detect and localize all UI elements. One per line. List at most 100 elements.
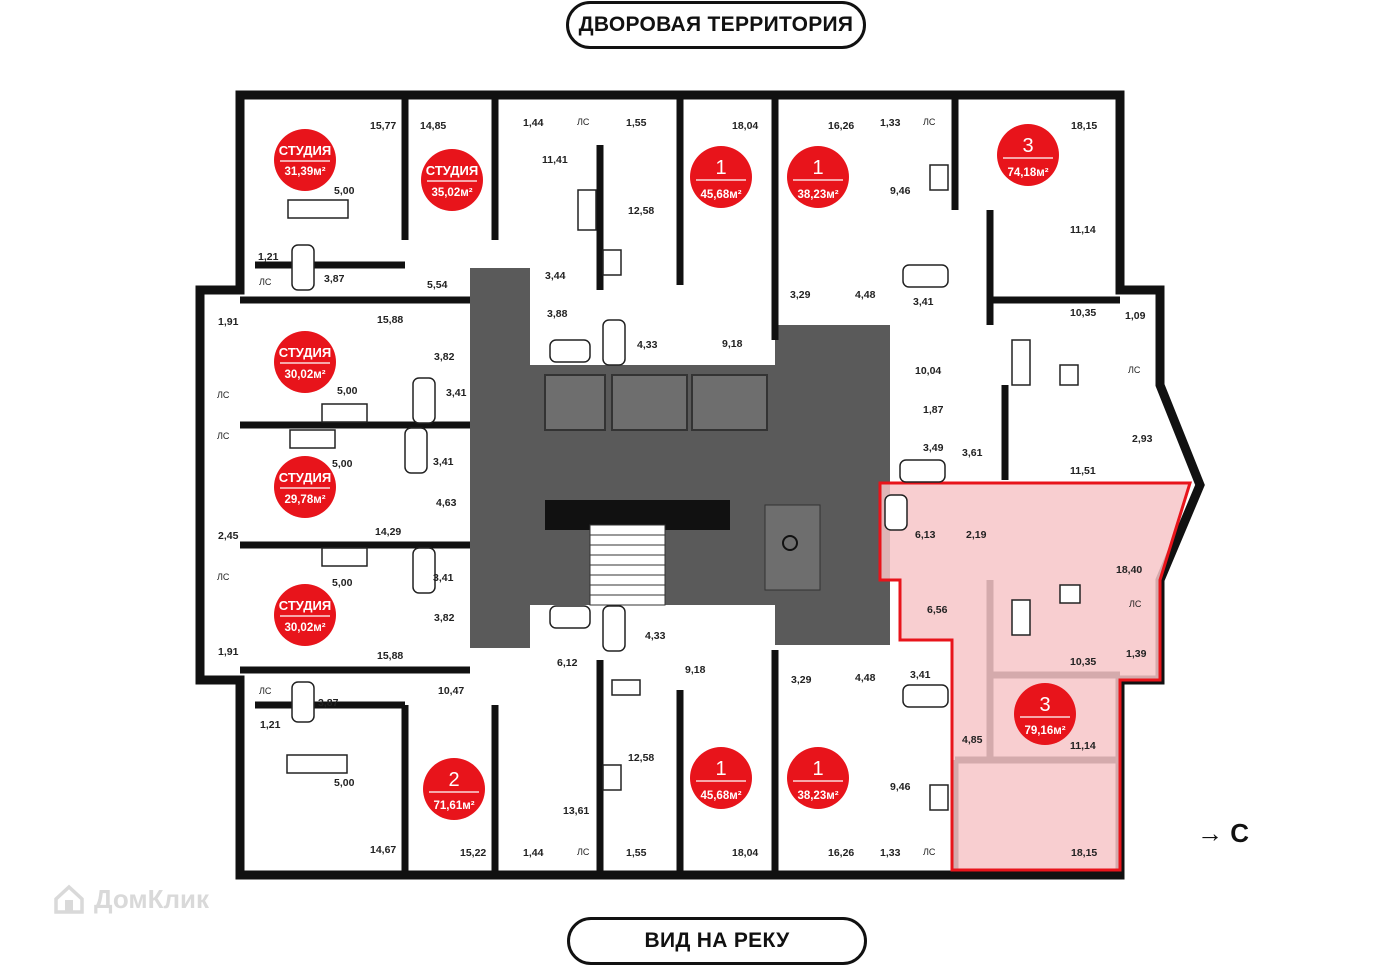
svg-text:1: 1 [812,157,823,179]
badge-a3[interactable]: 1 45,68м² [690,146,752,208]
room-area: 15,22 [460,847,486,859]
north-indicator: → С [1197,818,1249,849]
room-area: 14,67 [370,844,396,856]
svg-text:3: 3 [1039,694,1050,716]
svg-text:СТУДИЯ: СТУДИЯ [279,143,331,158]
room-area: 4,33 [637,339,658,351]
room-area: 1,44 [523,847,544,859]
room-area: 10,35 [1070,307,1096,319]
room-area: 1,91 [218,646,239,658]
room-area: ЛС [217,572,230,582]
room-area: 4,48 [855,289,876,301]
room-area: 3,87 [324,273,345,285]
svg-text:1: 1 [715,758,726,780]
room-area: 3,44 [545,270,566,282]
room-area: 1,21 [260,719,281,731]
svg-text:74,18м²: 74,18м² [1007,167,1048,179]
room-area: 2,19 [966,529,987,541]
room-area: 6,12 [557,657,578,669]
watermark-text: ДомКлик [94,883,209,914]
room-area: 1,44 [523,117,544,129]
svg-text:СТУДИЯ: СТУДИЯ [279,345,331,360]
room-area: 1,91 [218,316,239,328]
badge-a12[interactable]: 379,16м² [1014,683,1076,745]
room-area: 5,00 [334,185,355,197]
fixtures [286,164,1081,811]
badge-a4[interactable]: 1 38,23м² [787,146,849,208]
room-area: 3,41 [433,456,454,468]
room-area: ЛС [259,686,272,696]
badge-a11[interactable]: 138,23м² [787,747,849,809]
stair-lines [590,534,665,596]
svg-text:38,23м²: 38,23м² [797,189,838,201]
room-area: 5,00 [332,577,353,589]
room-area: 5,54 [427,279,448,291]
svg-text:СТУДИЯ: СТУДИЯ [279,470,331,485]
badge-a10[interactable]: 1 45,68м² [690,747,752,809]
room-area: 1,39 [1126,648,1147,660]
room-area: 12,58 [628,752,654,764]
svg-text:71,61м²: 71,61м² [433,800,474,812]
room-area: ЛС [217,390,230,400]
svg-text:38,23м²: 38,23м² [797,790,838,802]
room-area: 16,26 [828,120,854,132]
room-area: 11,14 [1070,740,1096,752]
selected-apartment-highlight[interactable] [878,481,1193,872]
room-area: 3,29 [790,289,811,301]
room-area: ЛС [923,117,936,127]
svg-text:СТУДИЯ: СТУДИЯ [279,598,331,613]
room-area: 5,00 [332,458,353,470]
room-area: 3,41 [910,669,931,681]
room-area: 18,04 [732,847,758,859]
room-area: 11,51 [1070,465,1096,477]
room-area: 11,14 [1070,224,1096,236]
room-area: 10,47 [438,685,464,697]
badge-a9[interactable]: 2 71,61м² [423,758,485,820]
building-core [470,268,890,648]
room-area-labels: 15,77 14,85 1,44 ЛС 1,55 18,04 16,26 1,3… [217,117,1153,859]
badge-a6[interactable]: СТУДИЯ 30,02м² [274,331,336,393]
svg-text:30,02м²: 30,02м² [284,369,325,381]
room-area: 14,85 [420,120,446,132]
room-area: 3,41 [913,296,934,308]
north-letter: С [1230,818,1250,848]
room-area: 15,77 [370,120,396,132]
room-area: 3,87 [318,697,339,709]
room-area: 14,29 [375,526,401,538]
room-area: 5,00 [334,777,355,789]
room-area: ЛС [1129,599,1142,609]
room-area: ЛС [577,117,590,127]
badge-a5[interactable]: 374,18м² [997,124,1059,186]
watermark: ДомКлик [52,882,209,916]
badge-a8[interactable]: СТУДИЯ 30,02м² [274,584,336,646]
room-area: 3,82 [434,351,455,363]
room-area: 9,46 [890,185,911,197]
room-area: 1,09 [1125,310,1146,322]
svg-text:СТУДИЯ: СТУДИЯ [426,163,478,178]
room-area: 18,40 [1116,564,1142,576]
svg-text:2: 2 [448,769,459,791]
room-area: ЛС [923,847,936,857]
room-area: 4,63 [436,497,457,509]
svg-text:30,02м²: 30,02м² [284,622,325,634]
room-area: 5,00 [337,385,358,397]
room-area: 1,21 [258,251,279,263]
room-area: 9,18 [722,338,743,350]
room-area: 3,61 [962,447,983,459]
svg-text:1: 1 [715,157,726,179]
room-area: 12,58 [628,205,654,217]
room-area: 2,93 [1132,433,1153,445]
svg-text:45,68м²: 45,68м² [700,189,741,201]
svg-text:45,68м²: 45,68м² [700,790,741,802]
room-area: 3,41 [433,572,454,584]
room-area: 10,35 [1070,656,1096,668]
house-icon [54,884,84,914]
room-area: 13,61 [563,805,589,817]
room-area: 4,85 [962,734,983,746]
room-area: 1,33 [880,847,901,859]
room-area: 4,48 [855,672,876,684]
